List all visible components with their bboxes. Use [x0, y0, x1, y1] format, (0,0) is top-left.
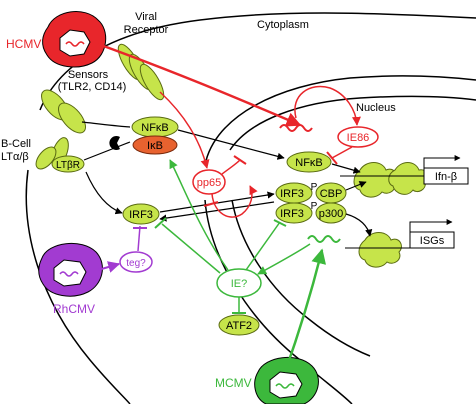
- p300-node: [315, 202, 347, 224]
- viral-dna-red: [279, 124, 313, 132]
- hcmv-to-pp65-arrow: [159, 91, 210, 169]
- isg-complex: [358, 232, 402, 268]
- arrow-sensors-to-nfkb: [81, 121, 131, 128]
- pp65-inhibit-bar-2: [203, 201, 219, 207]
- irf3-cyto-label: IRF3: [129, 209, 153, 221]
- irf3-bottom-label: IRF3: [280, 208, 304, 220]
- pp65-label: pp65: [197, 177, 221, 189]
- mcmv-to-nucleus-arrow: [283, 248, 327, 373]
- nuclear-membrane-inner-lower: [231, 199, 371, 357]
- phospho-top-label: P: [311, 182, 318, 193]
- hcmv-label: HCMV: [6, 37, 41, 51]
- rhcmv-to-teg-arrow: [97, 261, 121, 273]
- arrow-irf3-nucleus-to-cyto: [159, 201, 275, 222]
- irf3-bottom-node: [275, 202, 313, 224]
- nfkb-nuc-label: NFκB: [295, 157, 323, 169]
- nucleus-label: Nucleus: [356, 102, 396, 114]
- enhanceosome-complex: [353, 162, 429, 198]
- sensors-receptor: [41, 89, 86, 134]
- arrow-ltbr-to-irf3: [85, 171, 123, 215]
- pp65-inhibit-bar-1: [233, 155, 247, 165]
- hcmv-entry-arrow: [97, 42, 302, 127]
- ie-label: IE?: [231, 278, 248, 290]
- phospho-bottom-label: P: [311, 201, 318, 212]
- isgs-label: ISGs: [420, 235, 445, 247]
- arrow-irf3-to-ifnb: [345, 181, 367, 191]
- pp65-node: [192, 169, 226, 195]
- ie86-label: IE86: [347, 132, 370, 144]
- teg-inhibit-irf3: [137, 225, 141, 252]
- ifn-b-label: Ifn-β: [435, 171, 457, 183]
- viral-dna-green: [307, 235, 341, 243]
- bcell-label-1: B-Cell: [1, 138, 31, 150]
- cbp-label: CBP: [320, 188, 343, 200]
- ie-inhibit-irf3-bar: [154, 217, 167, 229]
- arrow-irf3-to-isgs: [345, 213, 373, 237]
- ikb-label: IκB: [147, 140, 163, 152]
- viral-receptor-label-2: Receptor: [124, 24, 169, 36]
- ie-inhibit-irf3-nuc: [245, 221, 281, 271]
- mcmv-label: MCMV: [215, 376, 252, 390]
- nfkb-nuc-node: [286, 151, 332, 173]
- nuclear-membrane-outer: [204, 75, 476, 166]
- ie-to-dna-arrow: [257, 243, 311, 275]
- ie-inhibit-irf3: [161, 223, 221, 274]
- teg-label: teg?: [126, 258, 146, 269]
- atf2-label: ATF2: [226, 320, 252, 332]
- hcmv-virion: [42, 11, 107, 68]
- arrow-nfkb-to-nucleus: [177, 129, 285, 160]
- sensors-label-1: Sensors: [68, 69, 109, 81]
- bcell-label-2: LTα/β: [1, 151, 29, 163]
- irf3-top-label: IRF3: [280, 188, 304, 200]
- mcmv-virion: [254, 356, 319, 404]
- rhcmv-label: RhCMV: [53, 302, 95, 316]
- ie86-node: [337, 126, 379, 148]
- rhcmv-virion: [38, 242, 103, 297]
- isgs-gene-box: [409, 231, 455, 249]
- atf2-node: [218, 314, 260, 336]
- cell-membrane-lower: [25, 169, 131, 404]
- arrow-ltbr-to-nfkb: [83, 141, 131, 161]
- ltbr-receptor: [35, 137, 85, 173]
- nuclear-membrane-outer-lower: [204, 199, 353, 404]
- irf3-cyto-node: [122, 203, 160, 225]
- pp65-inhibit-irf3-loop: [211, 185, 258, 218]
- ie86-loop-arrow: [294, 85, 361, 126]
- ie86-inhibit-nfkb: [331, 146, 353, 159]
- cytoplasm-label: Cytoplasm: [257, 19, 309, 31]
- ie-inhibit-irf3-nuc-bar: [273, 219, 287, 227]
- nfkb-cyto-label: NFκB: [141, 122, 169, 134]
- ikb-node: [132, 135, 178, 155]
- ltbr-label: LTβR: [56, 160, 80, 171]
- ie86-inhibit-bar: [326, 151, 338, 165]
- nuclear-membrane-inner: [229, 95, 476, 151]
- arrow-nfkb-to-ifnb: [331, 163, 361, 174]
- sensors-label-2: (TLR2, CD14): [58, 81, 126, 93]
- p300-label: p300: [319, 208, 343, 220]
- viral-receptor-label-1: Viral: [135, 11, 157, 23]
- viral-receptor: [117, 43, 165, 101]
- ie-to-nfkb-inhibit: [169, 159, 229, 271]
- ifn-b-tss-arrow: [423, 155, 461, 168]
- pp65-inhibit-nfkb: [221, 159, 241, 175]
- isgs-tss-arrow: [409, 219, 453, 232]
